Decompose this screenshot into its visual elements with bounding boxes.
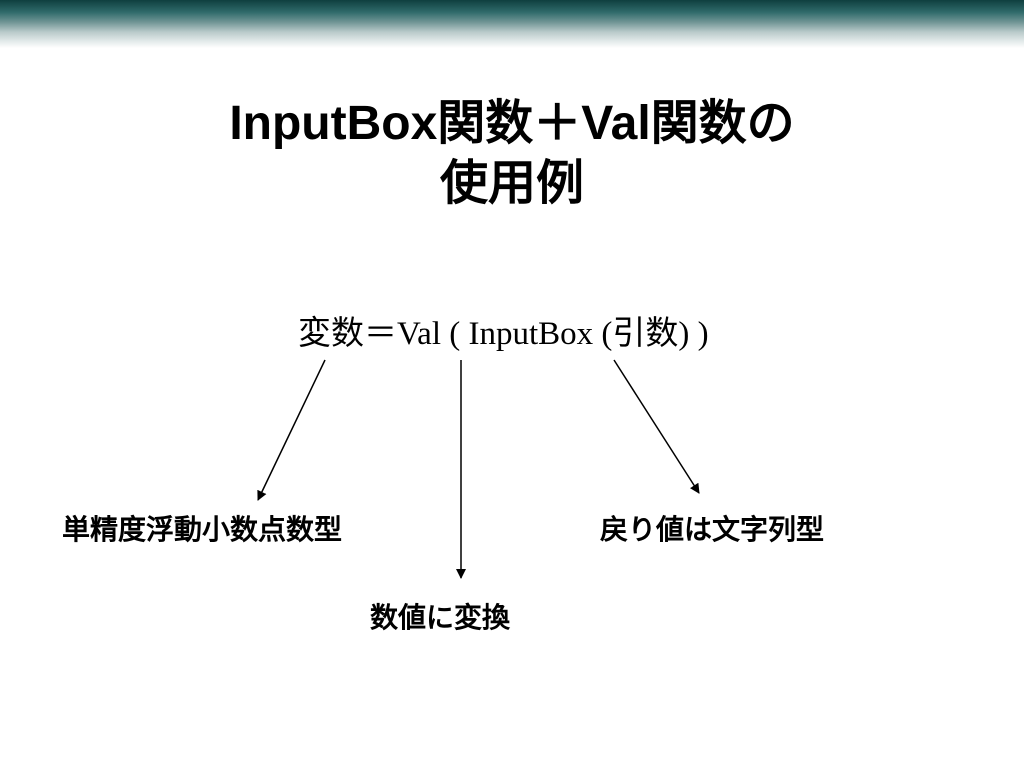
header-gradient-bar: [0, 0, 1024, 48]
arrow-to-return-string: [613, 359, 700, 494]
formula-text: 変数＝Val ( InputBox (引数) ): [298, 316, 709, 352]
label-single-precision: 単精度浮動小数点数型: [62, 514, 343, 545]
title-line-2: 使用例: [439, 157, 584, 210]
arrow-to-single-precision: [257, 359, 326, 501]
label-returns-string: 戻り値は文字列型: [600, 514, 825, 545]
label-convert-to-number: 数値に変換: [370, 602, 511, 633]
title-line-1: InputBox関数＋Val関数の: [229, 97, 795, 150]
slide-title: InputBox関数＋Val関数の 使用例: [0, 94, 1024, 214]
